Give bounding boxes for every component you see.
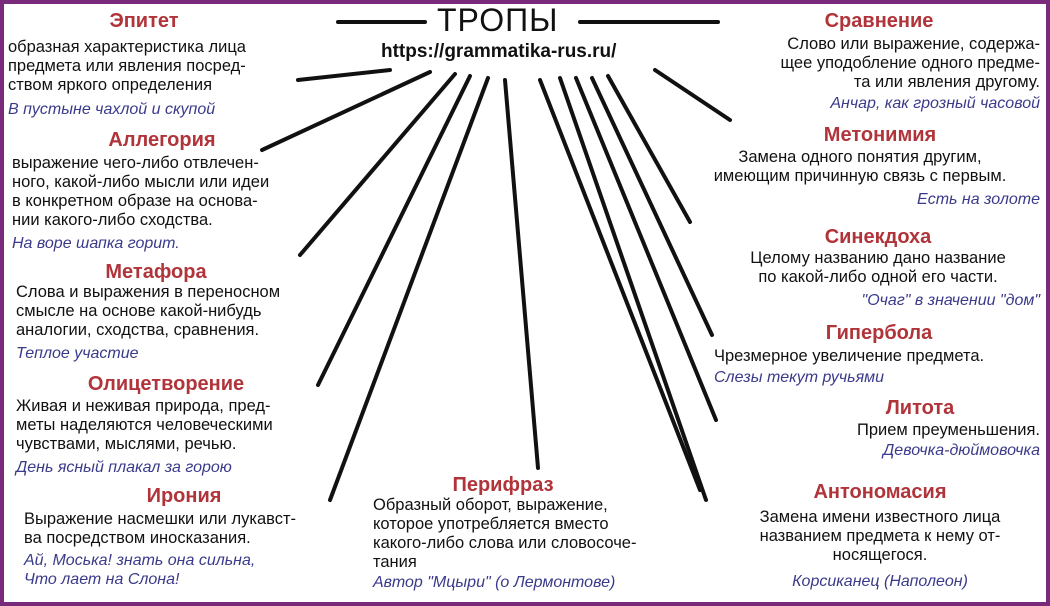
connector-hyperbole: [574, 76, 718, 422]
term-litotes: Литота: [885, 397, 955, 419]
example-personification: День ясный плакал за горою: [16, 459, 232, 476]
connector-metaphor: [298, 72, 457, 257]
diagram-title: ТРОПЫ: [437, 2, 559, 38]
example-antonomasia: Корсиканец (Наполеон): [792, 573, 968, 590]
trope-epithet: Эпитет образная характеристика лица пред…: [8, 10, 308, 119]
example-irony: Ай, Моська! знать она сильна, Что лает н…: [24, 552, 256, 588]
term-antonomasia: Антономасия: [813, 481, 947, 503]
trope-comparison: Сравнение Слово или выражение, содержа- …: [718, 10, 1040, 113]
definition-metonymy: Замена одного понятия другим, имеющим пр…: [713, 148, 1007, 185]
trope-metaphor: Метафора Слова и выражения в переносном …: [16, 261, 346, 363]
example-litotes: Девочка-дюймовочка: [883, 442, 1040, 459]
example-comparison: Анчар, как грозный часовой: [830, 95, 1040, 112]
example-allegory: На воре шапка горит.: [12, 235, 180, 252]
example-periphrasis: Автор "Мцыри" (о Лермонтове): [373, 574, 616, 591]
definition-litotes: Прием преуменьшения.: [856, 421, 1040, 439]
trope-metonymy: Метонимия Замена одного понятия другим, …: [680, 124, 1040, 209]
connector-irony: [328, 76, 490, 502]
definition-epithet: образная характеристика лица предмета ил…: [8, 38, 246, 94]
term-synecdoche: Синекдоха: [824, 226, 932, 248]
definition-irony: Выражение насмешки или лукавст- ва посре…: [24, 510, 297, 547]
connector-antonomasia: [538, 78, 702, 492]
trope-personification: Олицетворение Живая и неживая природа, п…: [16, 373, 346, 477]
trope-allegory: Аллегория выражение чего-либо отвлечен- …: [12, 129, 322, 253]
term-epithet: Эпитет: [109, 10, 179, 32]
definition-periphrasis: Образный оборот, выражение, которое упот…: [373, 496, 637, 571]
connector-personification: [316, 74, 472, 387]
definition-antonomasia: Замена имени известного лица названием п…: [759, 508, 1001, 564]
connector-epithet: [296, 68, 392, 82]
definition-personification: Живая и неживая природа, пред- меты наде…: [16, 397, 273, 453]
connector-periphrasis: [503, 78, 540, 470]
trope-antonomasia: Антономасия Замена имени известного лица…: [730, 481, 1030, 591]
term-periphrasis: Перифраз: [452, 474, 554, 496]
connector-synecdoche: [590, 76, 714, 337]
term-personification: Олицетворение: [87, 373, 245, 395]
definition-metaphor: Слова и выражения в переносном смысле на…: [16, 283, 281, 339]
example-hyperbole: Слезы текут ручьями: [714, 369, 884, 386]
term-allegory: Аллегория: [108, 129, 216, 151]
term-irony: Ирония: [146, 485, 222, 507]
connector-allegory: [260, 70, 432, 152]
term-metaphor: Метафора: [105, 261, 207, 283]
definition-hyperbole: Чрезмерное увеличение предмета.: [714, 347, 985, 365]
connector-litotes: [558, 76, 708, 502]
term-comparison: Сравнение: [824, 10, 934, 32]
connector-metonymy: [606, 74, 692, 224]
example-metaphor: Теплое участие: [16, 345, 139, 362]
trope-irony: Ирония Выражение насмешки или лукавст- в…: [24, 485, 364, 589]
example-epithet: В пустыне чахлой и скупой: [8, 101, 216, 118]
connector-comparison: [653, 68, 732, 122]
example-synecdoche: "Очаг" в значении "дом": [861, 292, 1040, 309]
definition-allegory: выражение чего-либо отвлечен- ного, како…: [12, 154, 270, 229]
term-metonymy: Метонимия: [823, 124, 937, 146]
example-metonymy: Есть на золоте: [917, 191, 1040, 208]
definition-synecdoche: Целому названию дано название по какой-л…: [750, 249, 1006, 286]
trope-periphrasis: Перифраз Образный оборот, выражение, кот…: [373, 474, 673, 592]
definition-comparison: Слово или выражение, содержа- щее уподоб…: [780, 35, 1040, 91]
trope-litotes: Литота Прием преуменьшения. Девочка-дюйм…: [800, 397, 1040, 460]
trope-synecdoche: Синекдоха Целому названию дано название …: [716, 226, 1040, 310]
trope-hyperbole: Гипербола Чрезмерное увеличение предмета…: [714, 322, 1044, 387]
source-url[interactable]: https://grammatika-rus.ru/: [381, 41, 617, 62]
term-hyperbole: Гипербола: [825, 322, 933, 344]
